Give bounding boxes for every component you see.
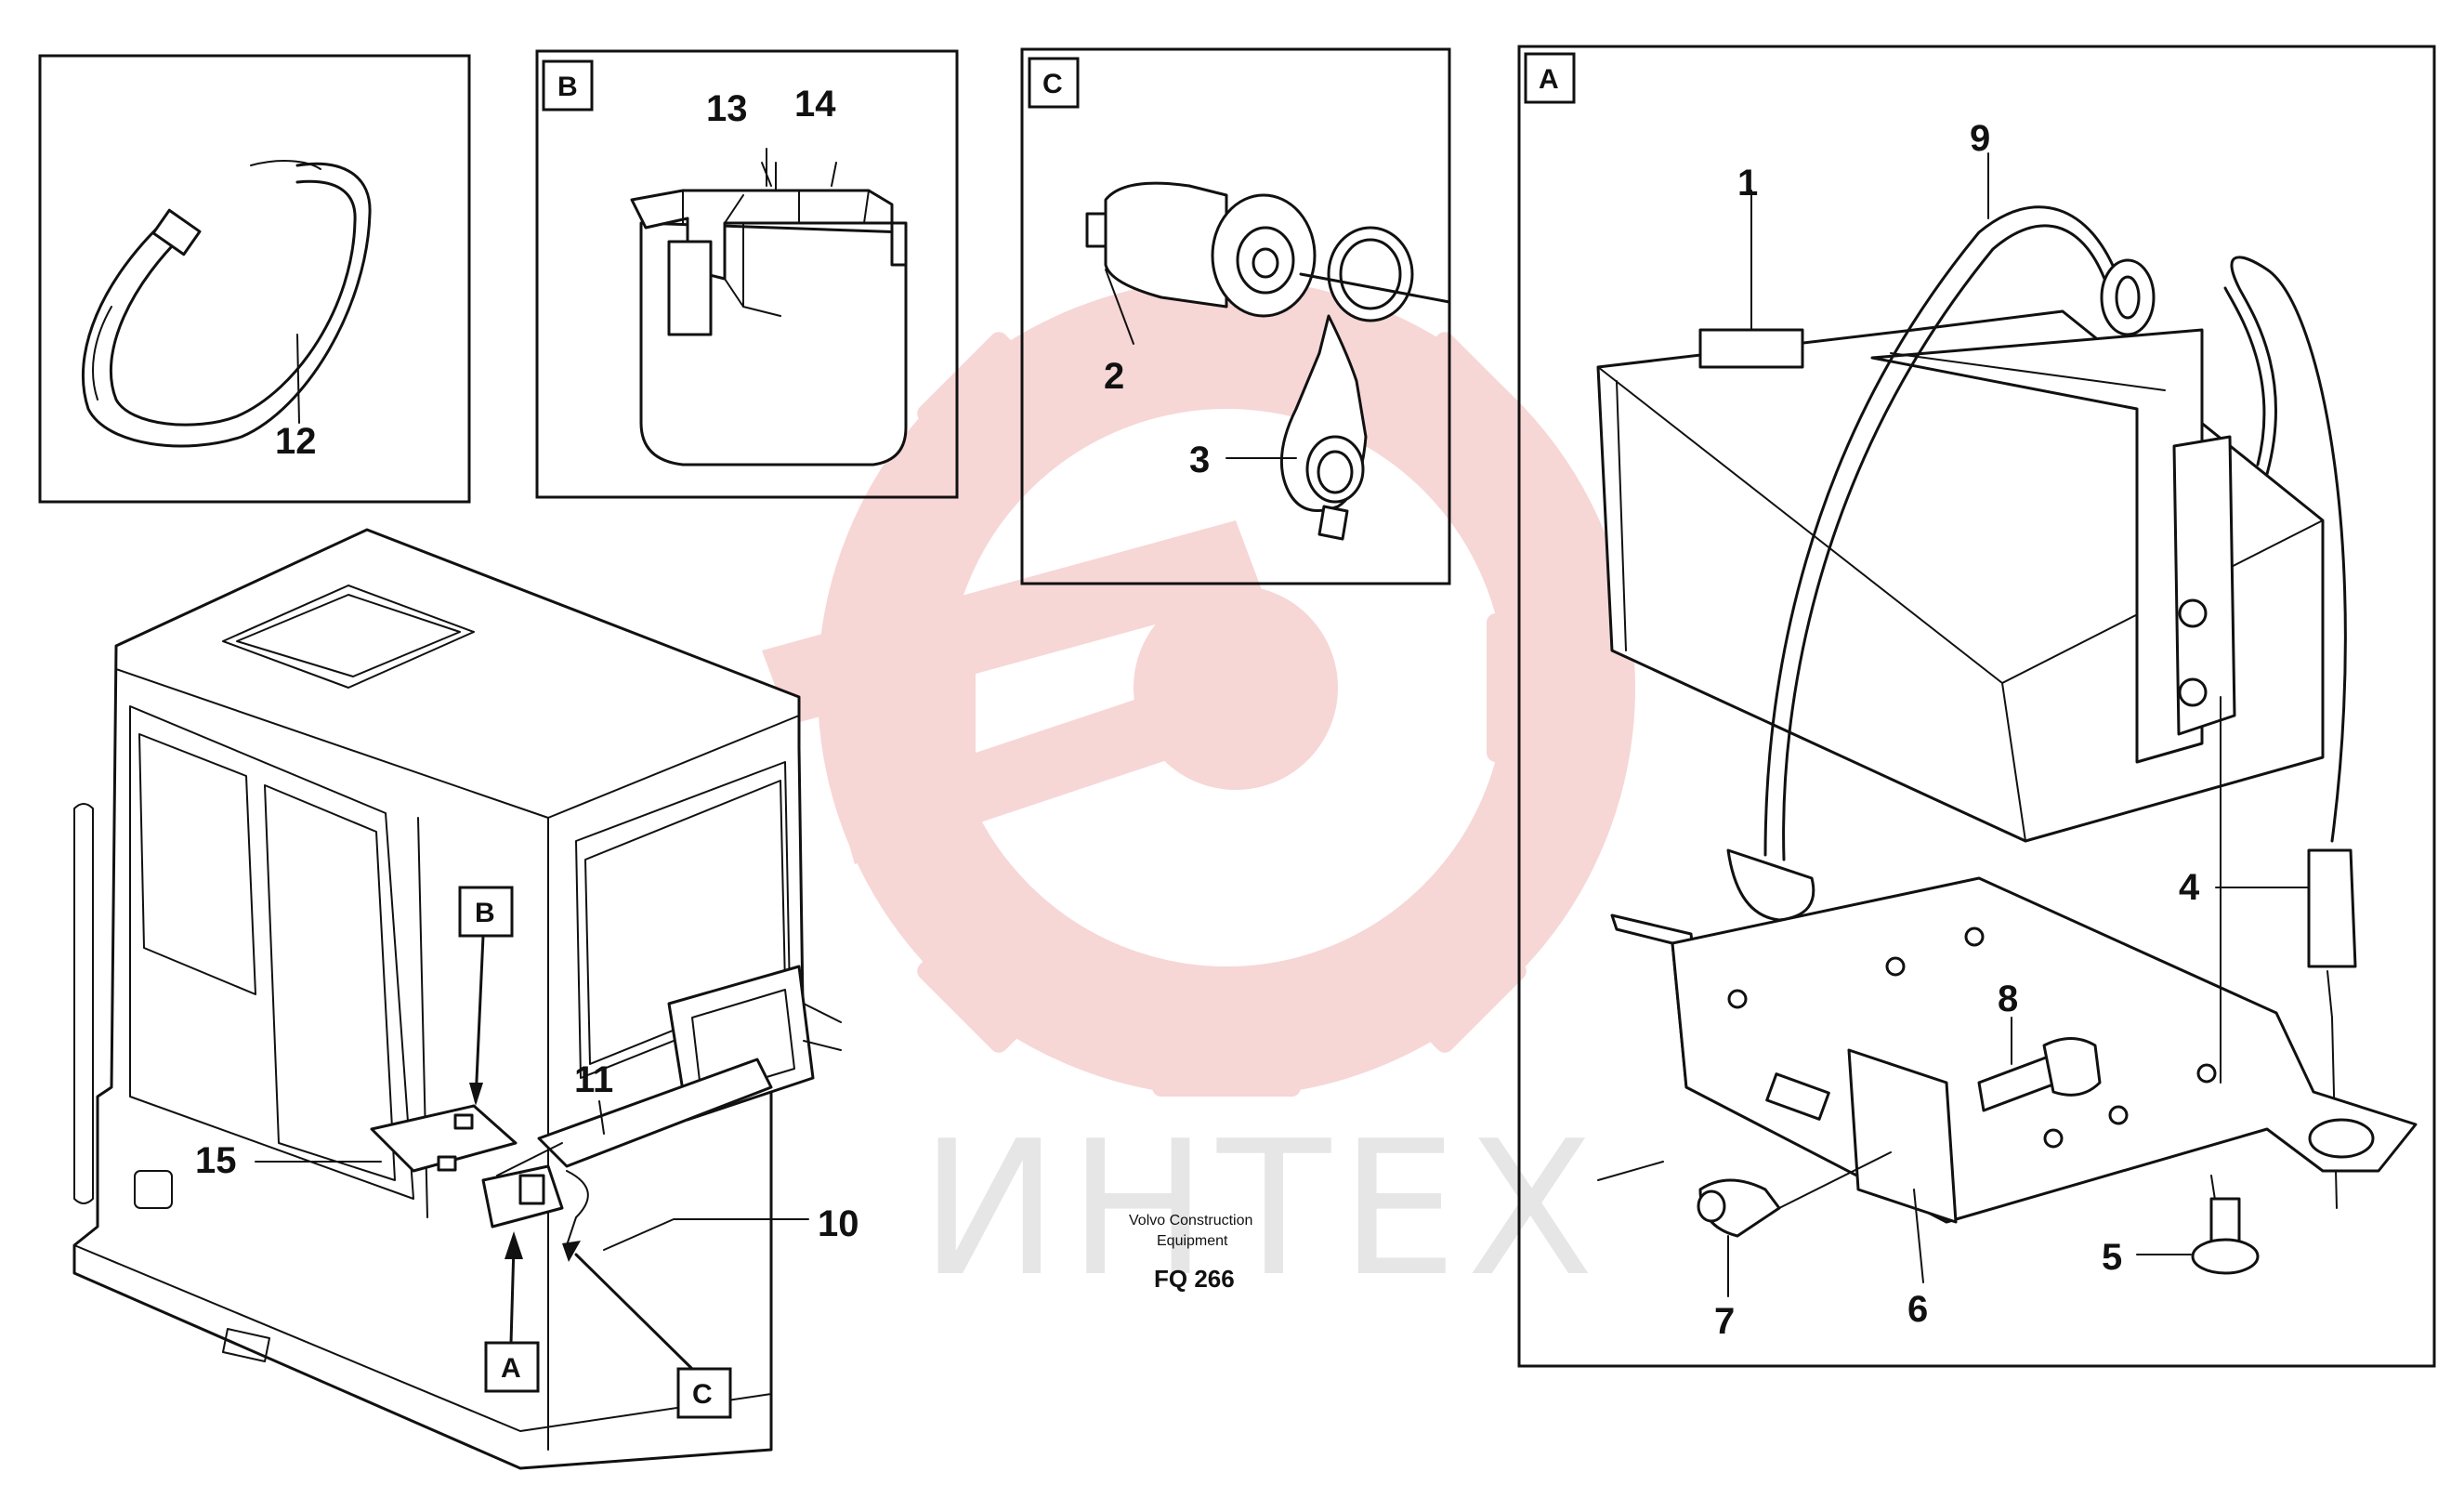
callout-10: 10 xyxy=(818,1203,859,1244)
callout-7: 7 xyxy=(1714,1301,1735,1342)
frame-a-label-box xyxy=(1524,52,1576,104)
callout-14: 14 xyxy=(794,84,836,125)
watermark-logo xyxy=(762,279,1635,1097)
frame-c xyxy=(1020,47,1451,585)
battery-box-drawing xyxy=(1596,309,2325,843)
nut-7-drawing xyxy=(1697,1151,1892,1238)
leader-6 xyxy=(1913,1189,1924,1283)
leader-10 xyxy=(603,1218,809,1251)
marker-b-box xyxy=(458,886,514,938)
marker-c: C xyxy=(692,1379,713,1410)
bracket-drawing xyxy=(1610,876,2418,1224)
frame-cable-tie xyxy=(38,54,471,504)
leader-11 xyxy=(598,1100,605,1135)
cab-overview-drawing xyxy=(72,528,842,1470)
socket-drawing xyxy=(1085,181,1451,541)
leader-2 xyxy=(1105,269,1134,345)
callout-12: 12 xyxy=(275,421,317,462)
callout-15: 15 xyxy=(195,1140,237,1181)
callout-13: 13 xyxy=(706,88,748,129)
arrow-c-head xyxy=(562,1241,581,1262)
leader-12 xyxy=(296,334,300,424)
frame-c-label: C xyxy=(1042,69,1063,99)
footer-code: FQ 266 xyxy=(1154,1265,1235,1293)
bolt-8-drawing xyxy=(1977,1037,2102,1112)
watermark-text: ИНТЕХ xyxy=(920,1101,1604,1318)
footer-line-1: Volvo Construction xyxy=(1129,1213,1252,1229)
frame-b-label: B xyxy=(557,72,578,102)
arrow-a-head xyxy=(505,1231,523,1259)
callout-3: 3 xyxy=(1189,440,1210,480)
footer-line-2: Equipment xyxy=(1157,1233,1228,1249)
cable-4-drawing xyxy=(2223,256,2357,1209)
callout-11: 11 xyxy=(574,1059,613,1100)
arrow-a xyxy=(509,1243,516,1345)
frame-b-label-box xyxy=(542,59,594,112)
bolt-5-drawing xyxy=(2191,1197,2260,1275)
arrow-b xyxy=(474,934,485,1103)
frame-a xyxy=(1517,45,2436,1368)
callout-4: 4 xyxy=(2179,867,2200,908)
frame-a-label: A xyxy=(1539,64,1559,95)
callout-1: 1 xyxy=(1737,163,1758,204)
cable-9-drawing xyxy=(1726,205,2156,922)
callout-5: 5 xyxy=(2102,1237,2122,1278)
marker-b: B xyxy=(475,898,495,928)
callout-2: 2 xyxy=(1104,356,1124,397)
marker-a: A xyxy=(501,1353,521,1384)
leader-6-guide xyxy=(1597,1161,1664,1181)
frame-c-label-box xyxy=(1028,57,1080,109)
callout-9: 9 xyxy=(1970,118,1990,159)
frame-b xyxy=(535,49,959,499)
callout-8: 8 xyxy=(1998,979,2018,1019)
relay-block-drawing xyxy=(630,162,908,467)
arrow-c xyxy=(574,1253,694,1371)
marker-c-box xyxy=(676,1367,732,1419)
callout-6: 6 xyxy=(1907,1289,1928,1330)
cable-tie-drawing xyxy=(81,160,372,448)
arrow-b-head xyxy=(469,1083,483,1106)
